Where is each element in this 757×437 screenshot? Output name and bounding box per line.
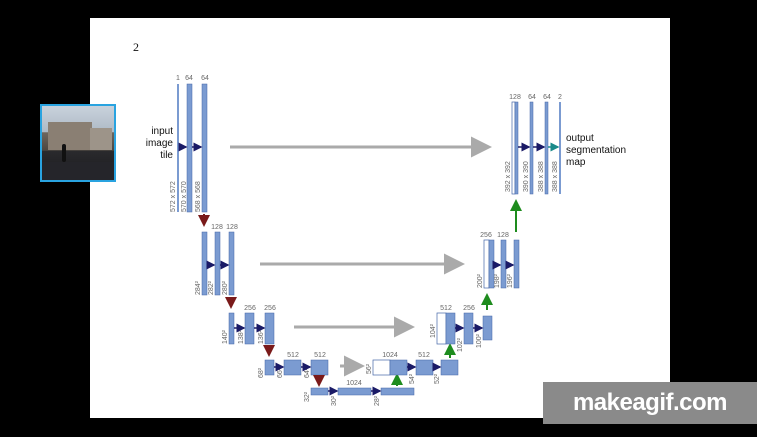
- feature-map: [415, 359, 434, 376]
- channel-label: 256: [264, 305, 276, 312]
- input-image-tile-label: input image tile: [141, 126, 173, 162]
- size-label: 64²: [304, 367, 311, 378]
- size-label: 280²: [222, 280, 229, 295]
- building-shape: [48, 122, 92, 150]
- label-line: map: [566, 157, 586, 168]
- size-label: 56²: [366, 363, 373, 374]
- label-line: output: [566, 133, 594, 144]
- feature-map: [214, 231, 221, 296]
- channel-label: 1024: [382, 352, 398, 359]
- channel-label: 256: [463, 305, 475, 312]
- channel-label: 512: [314, 352, 326, 359]
- feature-map: [283, 359, 302, 376]
- size-label: 572 x 572: [170, 181, 177, 212]
- label-line: image: [145, 138, 173, 149]
- channel-label: 64: [185, 75, 193, 82]
- channel-label: 512: [418, 352, 430, 359]
- feature-map: [380, 387, 415, 396]
- size-label: 28²: [374, 395, 381, 406]
- channel-label: 128: [497, 232, 509, 239]
- size-label: 30²: [331, 395, 338, 406]
- channel-label: 512: [440, 305, 452, 312]
- channel-label: 128: [509, 94, 521, 101]
- feature-map: [445, 312, 456, 345]
- size-label: 100²: [476, 333, 483, 348]
- channel-label: 2: [558, 94, 562, 101]
- size-label: 198²: [494, 273, 501, 288]
- channel-label: 256: [480, 232, 492, 239]
- building-shape: [90, 128, 112, 150]
- feature-map: [310, 359, 329, 376]
- size-label: 392 x 392: [505, 161, 512, 192]
- size-label: 52²: [434, 373, 441, 384]
- feature-map: [177, 84, 179, 212]
- channel-label: 64: [543, 94, 551, 101]
- size-label: 388 x 388: [538, 161, 545, 192]
- size-label: 102²: [457, 337, 464, 352]
- size-label: 196²: [507, 273, 514, 288]
- size-label: 388 x 388: [552, 161, 559, 192]
- size-label: 138²: [238, 329, 245, 344]
- channel-label: 512: [287, 352, 299, 359]
- feature-map: [514, 101, 519, 195]
- feature-map: [310, 387, 329, 396]
- feature-map: [440, 359, 459, 376]
- size-label: 32²: [304, 391, 311, 402]
- feature-map: [264, 312, 275, 345]
- feature-map: [389, 359, 408, 376]
- feature-map: [500, 239, 507, 289]
- slide-number: 2: [133, 40, 139, 54]
- road-shape: [42, 162, 114, 180]
- cropped-copy-map: [372, 359, 391, 376]
- feature-map: [201, 231, 208, 296]
- size-label: 140²: [222, 329, 229, 344]
- size-label: 390 x 390: [523, 161, 530, 192]
- size-label: 136²: [258, 329, 265, 344]
- size-label: 282²: [208, 280, 215, 295]
- size-label: 104²: [430, 323, 437, 338]
- feature-map: [228, 231, 235, 296]
- label-line: segmentation: [566, 145, 627, 156]
- channel-label: 128: [211, 224, 223, 231]
- size-label: 568 x 568: [195, 181, 202, 212]
- label-line: tile: [160, 150, 173, 161]
- feature-map: [201, 83, 208, 213]
- feature-map: [513, 239, 520, 289]
- channel-label: 64: [528, 94, 536, 101]
- channel-label: 128: [226, 224, 238, 231]
- channel-label: 256: [244, 305, 256, 312]
- cropped-copy-map: [483, 239, 490, 289]
- size-label: 54²: [409, 373, 416, 384]
- size-label: 570 x 570: [181, 181, 188, 212]
- feature-map: [482, 315, 493, 341]
- size-label: 284²: [195, 280, 202, 295]
- cropped-copy-map: [436, 312, 447, 345]
- feature-map: [544, 101, 549, 195]
- channel-label: 1024: [346, 380, 362, 387]
- input-image-thumbnail: [40, 104, 116, 182]
- feature-map: [264, 359, 275, 376]
- size-label: 66²: [277, 367, 284, 378]
- feature-map: [529, 101, 534, 195]
- channel-label: 64: [201, 75, 209, 82]
- feature-map: [559, 102, 561, 194]
- output-segmentation-map-label: output segmentation map: [566, 133, 626, 169]
- feature-map: [337, 387, 372, 396]
- size-label: 68²: [258, 367, 265, 378]
- size-label: 200²: [477, 273, 484, 288]
- person-shape: [62, 144, 66, 162]
- channel-label: 1: [176, 75, 180, 82]
- label-line: input: [151, 126, 173, 137]
- feature-map: [228, 312, 235, 345]
- feature-map: [244, 312, 255, 345]
- makeagif-watermark: makeagif.com: [543, 382, 757, 424]
- slide-canvas: [90, 18, 670, 418]
- cropped-copy-map: [511, 101, 516, 195]
- feature-map: [463, 312, 474, 345]
